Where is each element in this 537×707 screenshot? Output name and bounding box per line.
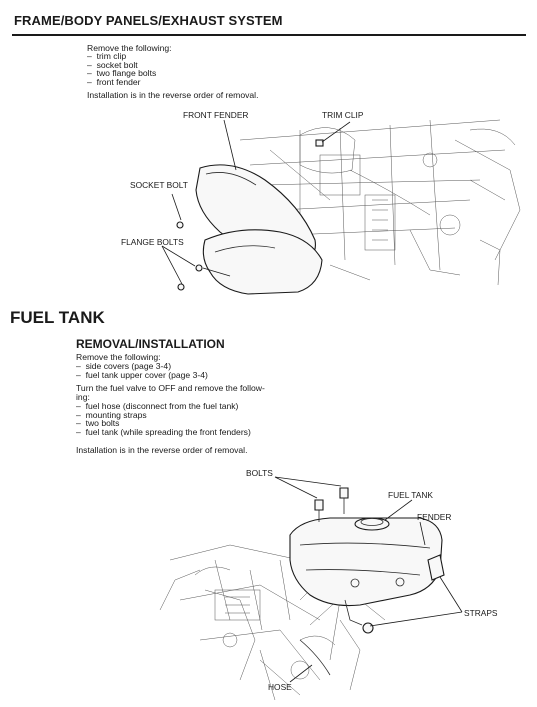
list-item: two bolts xyxy=(76,419,251,428)
list-item: fuel tank (while spreading the front fen… xyxy=(76,428,251,437)
fuel-intro: Remove the following: xyxy=(76,352,161,362)
fuel-instruction-line1: Turn the fuel valve to OFF and remove th… xyxy=(76,383,265,393)
fuel-steps-2: fuel hose (disconnect from the fuel tank… xyxy=(76,402,251,436)
fuel-steps-1: side covers (page 3-4) fuel tank upper c… xyxy=(76,362,208,379)
fuel-instruction-line2: ing: xyxy=(76,392,90,402)
list-item: trim clip xyxy=(87,52,156,61)
removal-installation-heading: REMOVAL/INSTALLATION xyxy=(76,337,225,351)
list-item: mounting straps xyxy=(76,410,251,420)
list-item: two flange bolts xyxy=(87,69,157,78)
fuel-tank-heading: FUEL TANK xyxy=(10,308,105,327)
flange-bolts-label: FLANGE BOLTS xyxy=(121,237,184,247)
section-header: FRAME/BODY PANELS/EXHAUST SYSTEM xyxy=(12,8,526,36)
front-fender-label: FRONT FENDER xyxy=(183,110,249,120)
trim-clip-label: TRIM CLIP xyxy=(322,110,364,120)
list-item: socket bolt xyxy=(87,60,156,70)
fuel-installation-note: Installation is in the reverse order of … xyxy=(76,445,248,455)
list-item: fuel tank upper cover (page 3-4) xyxy=(76,370,208,380)
straps-label: STRAPS xyxy=(464,608,498,618)
fender-label: FENDER xyxy=(417,512,452,522)
socket-bolt-label: SOCKET BOLT xyxy=(130,180,188,190)
fender-steps: trim clip socket bolt two flange bolts f… xyxy=(87,52,157,87)
list-item: front fender xyxy=(87,78,156,87)
hose-label: HOSE xyxy=(268,682,292,692)
list-item: fuel hose (disconnect from the fuel tank… xyxy=(76,402,251,411)
bolts-label: BOLTS xyxy=(246,468,273,478)
list-item: side covers (page 3-4) xyxy=(76,362,208,371)
section-title: FRAME/BODY PANELS/EXHAUST SYSTEM xyxy=(14,13,283,28)
fuel-tank-label: FUEL TANK xyxy=(388,490,433,500)
fender-intro: Remove the following: xyxy=(87,43,172,53)
fender-installation-note: Installation is in the reverse order of … xyxy=(87,90,259,100)
